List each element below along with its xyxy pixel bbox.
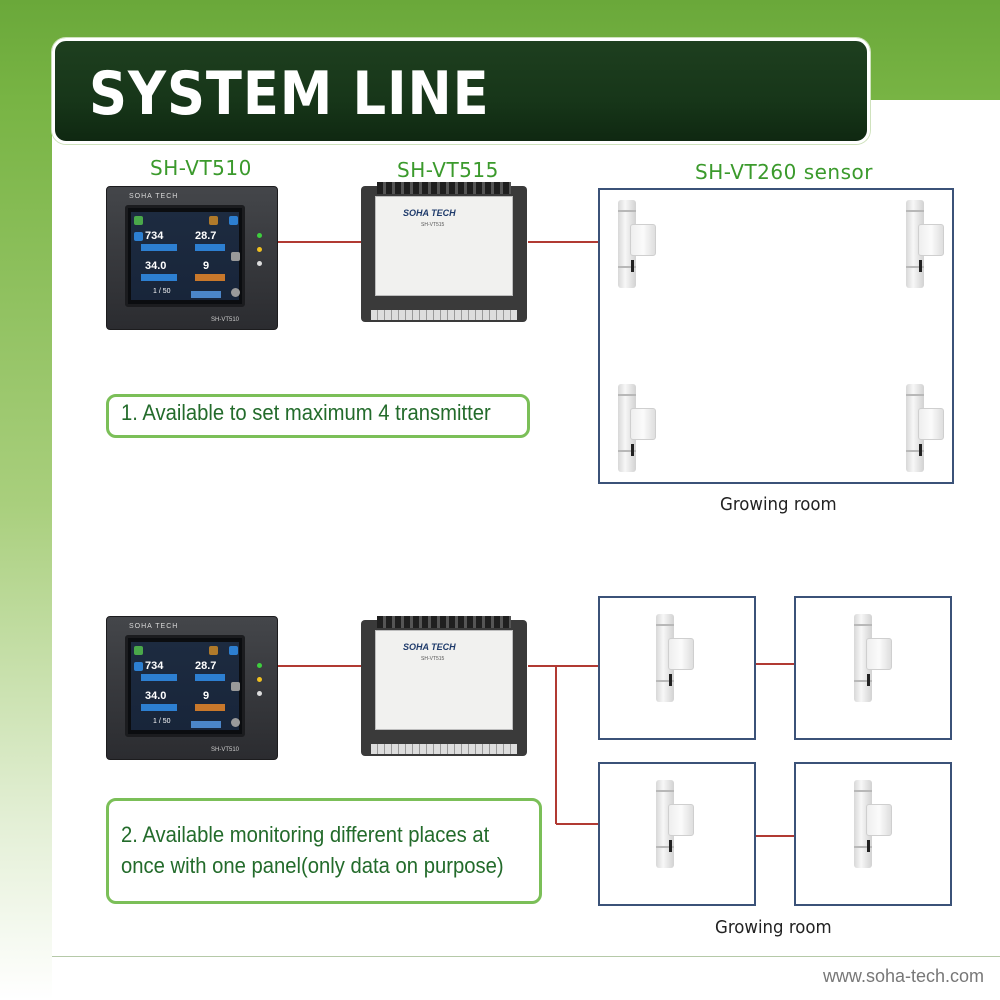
status-led-3 bbox=[257, 261, 262, 266]
alarm-button[interactable] bbox=[191, 291, 221, 298]
status-led-3 bbox=[257, 691, 262, 696]
controller-terminals bbox=[371, 744, 517, 754]
controller-model: SH-VT515 bbox=[421, 222, 445, 228]
callout-two: 2. Available monitoring different places… bbox=[106, 798, 542, 904]
panel-model: SH-VT510 bbox=[210, 317, 239, 323]
document-icon[interactable] bbox=[231, 682, 240, 691]
sensor-top-right bbox=[898, 200, 946, 288]
humidity-value: 34.0 bbox=[145, 690, 167, 702]
temp-range bbox=[195, 674, 225, 681]
status-led-2 bbox=[257, 677, 262, 682]
growing-room-top bbox=[598, 188, 954, 484]
controller-device-top: SOHA TECH SH-VT515 bbox=[361, 180, 527, 328]
tray-icon bbox=[209, 646, 218, 655]
water-icon bbox=[229, 646, 238, 655]
controller-model: SH-VT515 bbox=[421, 656, 445, 662]
controller-face bbox=[375, 196, 513, 296]
co2-range bbox=[141, 244, 177, 251]
sensor-top-left bbox=[610, 200, 658, 288]
page-title: SYSTEM LINE bbox=[89, 59, 490, 129]
footer-divider bbox=[52, 956, 1000, 957]
status-led-1 bbox=[257, 663, 262, 668]
tray-icon bbox=[209, 216, 218, 225]
humidity-value: 34.0 bbox=[145, 260, 167, 272]
callout-two-line1: 2. Available monitoring different places… bbox=[121, 822, 490, 847]
alarm-button[interactable] bbox=[191, 721, 221, 728]
sensor-label: SH-VT260 sensor bbox=[695, 160, 873, 184]
room-label-bottom: Growing room bbox=[715, 917, 832, 938]
temp-value: 28.7 bbox=[195, 230, 217, 242]
status-led-2 bbox=[257, 247, 262, 252]
gear-icon[interactable] bbox=[231, 288, 240, 297]
light-range bbox=[195, 274, 225, 281]
status-led-1 bbox=[257, 233, 262, 238]
light-value: 9 bbox=[203, 260, 210, 272]
panel-brand: SOHA TECH bbox=[129, 193, 179, 200]
humidity-range bbox=[141, 704, 177, 711]
leaf-icon bbox=[134, 216, 143, 225]
panel-model: SH-VT510 bbox=[210, 747, 239, 753]
callout-two-line2: once with one panel(only data on purpose… bbox=[121, 853, 504, 878]
status-leds bbox=[255, 233, 269, 275]
room-label-top: Growing room bbox=[720, 494, 837, 515]
sensor-room-3 bbox=[648, 780, 696, 868]
page-indicator: 1 / 50 bbox=[153, 718, 171, 725]
panel-brand: SOHA TECH bbox=[129, 623, 179, 630]
controller-label: SH-VT515 bbox=[397, 158, 499, 182]
controller-device-bottom: SOHA TECH SH-VT515 bbox=[361, 614, 527, 762]
controller-face bbox=[375, 630, 513, 730]
panel-screen: 734 28.7 34.0 9 1 / 50 bbox=[125, 635, 245, 737]
left-green-band bbox=[0, 100, 52, 1000]
light-range bbox=[195, 704, 225, 711]
controller-brand: SOHA TECH bbox=[403, 208, 456, 218]
controller-terminals bbox=[371, 310, 517, 320]
light-value: 9 bbox=[203, 690, 210, 702]
callout-one: 1. Available to set maximum 4 transmitte… bbox=[106, 394, 530, 438]
callout-one-text: 1. Available to set maximum 4 transmitte… bbox=[121, 400, 491, 425]
panel-device-top: SOHA TECH 734 28.7 34.0 9 1 / 50 SH-VT51… bbox=[106, 186, 278, 330]
panel-device-bottom: SOHA TECH 734 28.7 34.0 9 1 / 50 SH-VT51… bbox=[106, 616, 278, 760]
controller-brand: SOHA TECH bbox=[403, 642, 456, 652]
title-bar: SYSTEM LINE bbox=[52, 38, 870, 144]
co2-range bbox=[141, 674, 177, 681]
co2-value: 734 bbox=[145, 660, 164, 672]
sensor-bottom-left bbox=[610, 384, 658, 472]
status-leds bbox=[255, 663, 269, 705]
sensor-bottom-right bbox=[898, 384, 946, 472]
co2-icon bbox=[134, 662, 143, 671]
footer-url[interactable]: www.soha-tech.com bbox=[822, 966, 984, 986]
document-icon[interactable] bbox=[231, 252, 240, 261]
panel-screen: 734 28.7 34.0 9 1 / 50 bbox=[125, 205, 245, 307]
leaf-icon bbox=[134, 646, 143, 655]
temp-range bbox=[195, 244, 225, 251]
temp-value: 28.7 bbox=[195, 660, 217, 672]
sensor-room-4 bbox=[846, 780, 894, 868]
co2-value: 734 bbox=[145, 230, 164, 242]
gear-icon[interactable] bbox=[231, 718, 240, 727]
water-icon bbox=[229, 216, 238, 225]
sensor-room-1 bbox=[648, 614, 696, 702]
sensor-room-2 bbox=[846, 614, 894, 702]
panel-label: SH-VT510 bbox=[150, 156, 252, 180]
co2-icon bbox=[134, 232, 143, 241]
page-indicator: 1 / 50 bbox=[153, 288, 171, 295]
humidity-range bbox=[141, 274, 177, 281]
